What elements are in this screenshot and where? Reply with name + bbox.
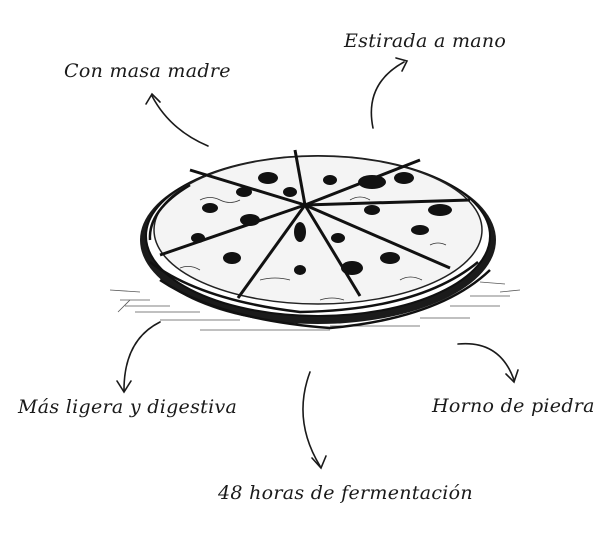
label-estirada-a-mano: Estirada a mano bbox=[344, 30, 507, 52]
label-horno-de-piedra: Horno de piedra bbox=[432, 395, 595, 417]
pizza-sketch-icon bbox=[140, 149, 496, 330]
shadow-hatching bbox=[109, 281, 521, 331]
curved-arrow-icon bbox=[116, 57, 519, 470]
label-masa-madre: Con masa madre bbox=[64, 60, 231, 82]
label-ligera-digestiva: Más ligera y digestiva bbox=[18, 396, 238, 418]
label-horas-fermentacion: 48 horas de fermentación bbox=[218, 482, 473, 504]
